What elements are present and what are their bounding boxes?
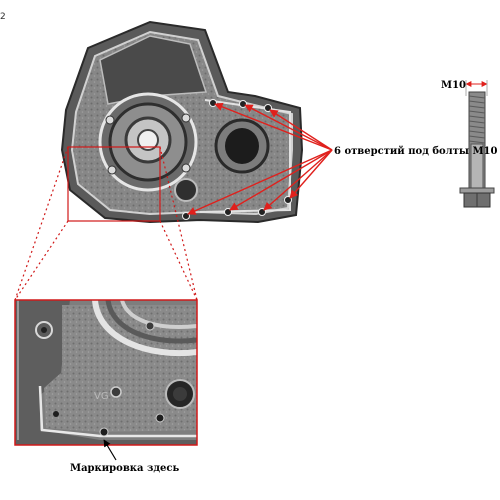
marking-location-label: Маркировка здесь bbox=[70, 463, 180, 474]
transmission-housing-icon bbox=[60, 20, 304, 224]
corner-mark: 2 bbox=[0, 12, 6, 22]
marking-arrow bbox=[103, 439, 117, 461]
zoom-connector-lines bbox=[14, 146, 198, 301]
zoom-inset: VG bbox=[15, 299, 198, 445]
bolt-size-label: М10 bbox=[441, 80, 466, 91]
bolt-hole-arrows bbox=[187, 102, 333, 215]
zoom-source-frame bbox=[67, 146, 161, 222]
casting-mark-text: VG bbox=[94, 391, 109, 402]
bolt-holes-label: 6 отверстий под болты М10 bbox=[334, 146, 498, 157]
m10-flange-bolt-icon bbox=[459, 80, 495, 208]
